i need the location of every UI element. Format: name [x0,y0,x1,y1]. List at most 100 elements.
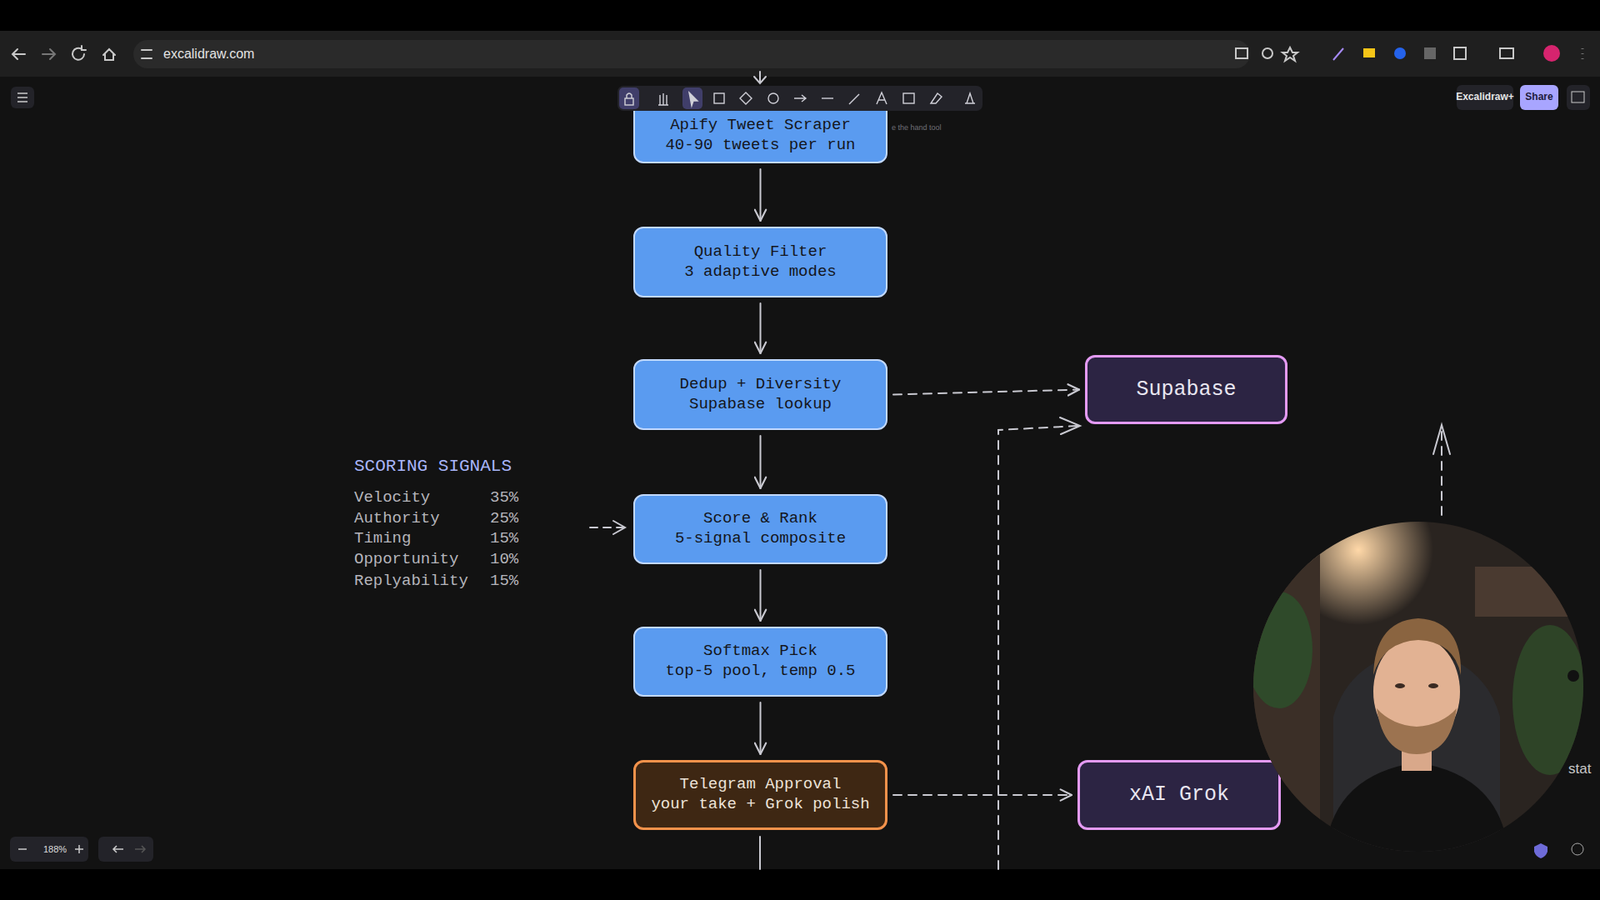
zoom-control [10,836,89,862]
dashed-arrow [893,794,1072,796]
pencil-icon [849,94,860,105]
pointer-icon [689,92,698,106]
address-bar [0,30,1600,77]
flow-arrow [760,435,762,489]
sidebar-icon [1500,48,1514,59]
browser-tools [1235,45,1583,62]
node-detail: 5-signal composite [675,529,846,550]
signals-arrowhead [613,520,625,535]
node-title: Softmax Pick [703,641,818,662]
score-box: Score & Rank5-signal composite [633,494,888,565]
node-title: Quality Filter [694,242,828,263]
node-title: Apify Tweet Scraper [670,115,851,136]
toolbar [617,85,983,111]
forward-icon [42,49,55,60]
cut-off-text: stat [1568,761,1591,778]
extra-tools-icon [965,93,975,104]
signal-weight: 35% [490,489,519,507]
text-icon [876,92,887,105]
signal-name: Authority [354,510,440,528]
pick-box: Softmax Picktop-5 pool, temp 0.5 [633,626,888,697]
hair [1373,618,1461,675]
dedup-box: Dedup + DiversitySupabase lookup [633,359,888,430]
menu-icon [1581,48,1585,60]
signal-weight: 10% [490,550,519,569]
hamburger-icon [17,93,28,102]
flow-arrow [760,303,762,354]
redo-icon [135,845,145,853]
site-icon [141,50,152,59]
node-title: Dedup + Diversity [680,375,842,395]
canvas [0,76,1600,870]
plant [1245,591,1313,709]
extension-icon [1394,47,1406,60]
rectangle-icon [714,93,725,104]
signal-name: Velocity [354,489,430,507]
cast-icon [1235,48,1248,59]
eraser-icon [930,93,942,104]
state-line [998,425,1079,870]
extensions-icon [1454,47,1466,60]
flow-arrow [760,570,762,621]
star-icon [1282,47,1298,61]
flow-arrow [760,169,762,221]
node-title: Telegram Approval [680,775,842,795]
shirt [1325,762,1509,852]
share-button [1520,85,1559,110]
node-title: xAI Grok [1129,781,1230,809]
flow-arrow [760,702,762,755]
incoming-arrow [754,71,766,84]
outgoing-line [759,836,761,870]
signal-name: Opportunity [354,550,459,569]
diamond-icon [740,92,752,105]
help-icon [1571,843,1584,855]
image-icon [903,93,915,104]
lock-icon [626,93,632,99]
profile-avatar [1543,45,1560,62]
beard [1376,708,1457,755]
ellipse-icon [768,93,779,104]
node-detail: 3 adaptive modes [684,262,836,283]
eye [1428,683,1439,689]
line-icon [821,97,834,99]
approval-box: Telegram Approvalyour take + Grok polish [633,760,888,830]
url-text: excalidraw.com [163,46,255,62]
zoom-icon [1262,48,1273,59]
state-arrowhead [1060,417,1080,435]
sidebar-icon [1571,91,1585,103]
plus-button-text: Excalidraw+ [1455,91,1515,103]
nav-icons [12,45,152,60]
toolbar-icons [625,92,975,106]
database-box: Supabase [1085,355,1288,425]
dashed-arrow [893,390,1080,395]
signal-weight: 15% [490,530,519,548]
url-field [133,40,1250,69]
extension-icon [1424,47,1436,60]
node-detail: Supabase lookup [689,395,832,415]
upward-arrowhead [1433,425,1450,455]
lock-active [619,87,640,110]
signal-weight: 15% [490,572,519,590]
plus-button [1456,85,1514,110]
node-title: Supabase [1135,376,1236,404]
node-detail: top-5 pool, temp 0.5 [665,661,855,682]
signal-name: Replyability [354,572,469,590]
signals-heading: SCORING SIGNALS [354,456,512,476]
node-detail: 40-90 tweets per run [665,135,855,156]
reload-icon [72,45,86,60]
share-button-text: Share [1525,91,1553,103]
llm-box: xAI Grok [1077,760,1281,830]
tab-bar [0,0,1600,31]
bottom-bar [0,869,1600,900]
undo-control [98,836,154,862]
signals-arrow [590,526,624,529]
signal-name: Timing [354,530,411,548]
back-icon [12,49,25,60]
eye [1395,683,1405,689]
microphone-arm [1567,670,1580,682]
upward-line [1440,426,1443,515]
shelf-items [1475,566,1575,617]
extension-icon [1363,48,1375,58]
